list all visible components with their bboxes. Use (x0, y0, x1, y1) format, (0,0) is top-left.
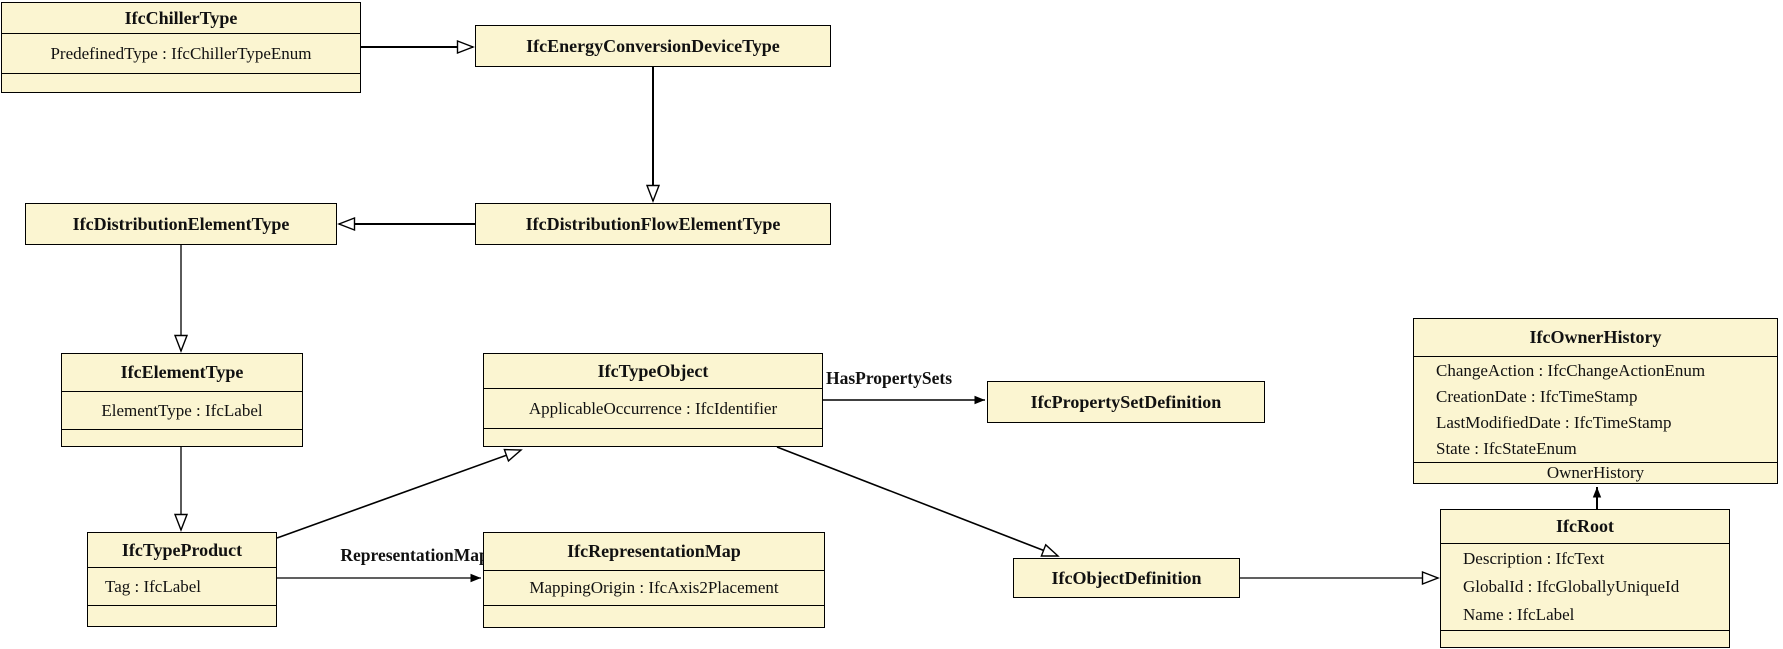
class-ifcenergyconversiondevicetype[interactable]: IfcEnergyConversionDeviceType (475, 25, 831, 67)
class-footer-ifcroot (1441, 631, 1729, 647)
class-attribute: ApplicableOccurrence : IfcIdentifier (528, 398, 778, 418)
class-ifcrepresentationmap[interactable]: IfcRepresentationMap MappingOrigin : Ifc… (483, 532, 825, 628)
class-attribute: LastModifiedDate : IfcTimeStamp (1436, 412, 1672, 432)
class-ifcpropertysetdefinition[interactable]: IfcPropertySetDefinition (987, 381, 1265, 423)
class-title-ifcownerhistory: IfcOwnerHistory (1414, 319, 1777, 357)
class-attribute: Tag : IfcLabel (105, 576, 202, 596)
class-footer-ifcrepresentationmap (484, 606, 824, 627)
class-attribute: Name : IfcLabel (1463, 605, 1575, 624)
class-title-ifctypeobject: IfcTypeObject (484, 354, 822, 389)
class-attributes-ifcrepresentationmap: MappingOrigin : IfcAxis2Placement (484, 571, 824, 606)
class-attributes-ifcownerhistory: ChangeAction : IfcChangeActionEnum Creat… (1414, 357, 1777, 463)
class-title-ifcdistributionflowelementtype: IfcDistributionFlowElementType (525, 213, 781, 234)
class-ifcownerhistory[interactable]: IfcOwnerHistory ChangeAction : IfcChange… (1413, 318, 1778, 484)
class-attributes-ifcchillertype: PredefinedType : IfcChillerTypeEnum (2, 34, 360, 74)
class-attributes-ifctypeobject: ApplicableOccurrence : IfcIdentifier (484, 389, 822, 429)
class-ifcroot[interactable]: IfcRoot Description : IfcText GlobalId :… (1440, 509, 1730, 648)
edge-typeobject-to-objectdefinition (776, 446, 1060, 557)
class-ifcobjectdefinition[interactable]: IfcObjectDefinition (1013, 558, 1240, 598)
class-ifcchillertype[interactable]: IfcChillerType PredefinedType : IfcChill… (1, 2, 361, 93)
class-attribute: Description : IfcText (1463, 549, 1605, 568)
class-footer-ifctypeproduct (88, 606, 276, 626)
class-title-ifcchillertype: IfcChillerType (2, 3, 360, 34)
class-attributes-ifctypeproduct: Tag : IfcLabel (88, 568, 276, 606)
class-title-ifcroot: IfcRoot (1441, 510, 1729, 544)
class-attribute: GlobalId : IfcGloballyUniqueId (1463, 577, 1680, 596)
class-title-ifcelementtype: IfcElementType (62, 354, 302, 392)
class-attributes-ifcroot: Description : IfcText GlobalId : IfcGlob… (1441, 544, 1729, 631)
class-attribute: MappingOrigin : IfcAxis2Placement (529, 578, 779, 597)
class-title-ifctypeproduct: IfcTypeProduct (88, 533, 276, 568)
class-attribute: PredefinedType : IfcChillerTypeEnum (50, 43, 312, 63)
class-title-ifcpropertysetdefinition: IfcPropertySetDefinition (1030, 391, 1222, 412)
class-ifcdistributionelementtype[interactable]: IfcDistributionElementType (25, 203, 337, 245)
class-attribute: ElementType : IfcLabel (101, 400, 263, 420)
class-title-ifcrepresentationmap: IfcRepresentationMap (484, 533, 824, 571)
class-footer-ifcchillertype (2, 74, 360, 92)
class-ifcdistributionflowelementtype[interactable]: IfcDistributionFlowElementType (475, 203, 831, 245)
class-attributes-ifcelementtype: ElementType : IfcLabel (62, 392, 302, 430)
class-ifcelementtype[interactable]: IfcElementType ElementType : IfcLabel (61, 353, 303, 447)
class-footer-ifcelementtype (62, 430, 302, 446)
class-attribute: CreationDate : IfcTimeStamp (1436, 386, 1638, 406)
association-label-representationmaps: RepresentationMaps (340, 545, 496, 565)
class-ifctypeobject[interactable]: IfcTypeObject ApplicableOccurrence : Ifc… (483, 353, 823, 447)
class-footer-ifcownerhistory: OwnerHistory (1546, 463, 1645, 482)
class-title-ifcobjectdefinition: IfcObjectDefinition (1051, 567, 1202, 588)
class-ifctypeproduct[interactable]: IfcTypeProduct Tag : IfcLabel (87, 532, 277, 627)
class-footer-ifctypeobject (484, 429, 822, 446)
class-attribute: State : IfcStateEnum (1436, 438, 1577, 458)
edge-typeproduct-to-typeobject (276, 448, 523, 539)
class-attribute: ChangeAction : IfcChangeActionEnum (1436, 360, 1706, 380)
association-label-haspropertysets: HasPropertySets (825, 368, 953, 388)
class-title-ifcdistributionelementtype: IfcDistributionElementType (72, 213, 290, 234)
class-title-ifcenergyconversiondevicetype: IfcEnergyConversionDeviceType (526, 35, 780, 56)
